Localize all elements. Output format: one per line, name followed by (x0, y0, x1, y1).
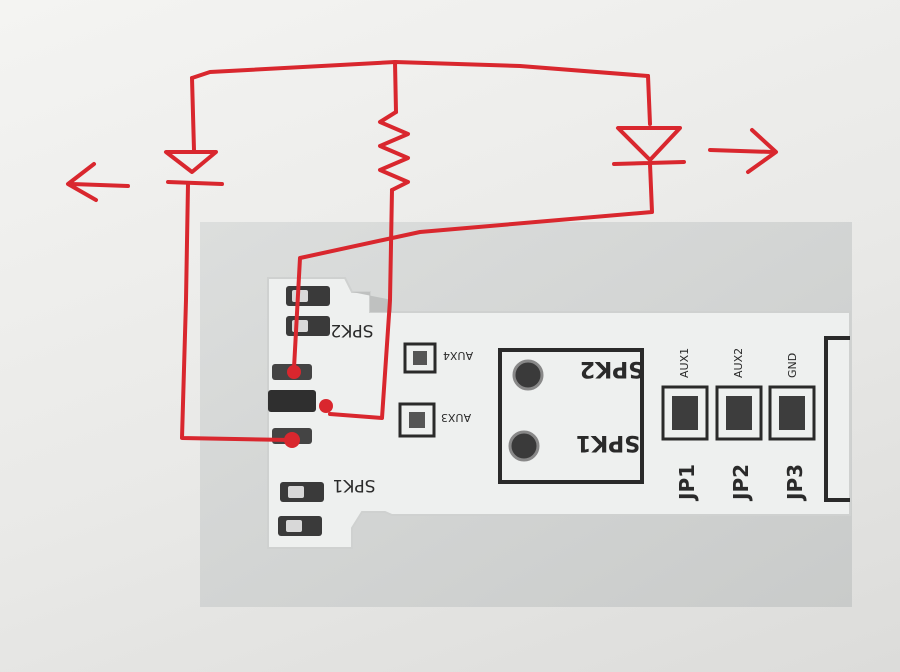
right-branch-wire-down (292, 162, 654, 370)
resistor-bottom-wire (328, 188, 394, 420)
left-branch-wire (190, 76, 196, 152)
label-spk2-edge: SPK2 (330, 320, 373, 340)
right-arrow (708, 128, 778, 174)
label-spk2-pad: SPK2 (580, 356, 644, 381)
label-spk1-pad: SPK1 (576, 430, 640, 455)
pcb-photo: SPK2 SPK1 AUX4 AUX3 AUX1 AUX2 GND JP1 JP… (200, 222, 852, 607)
aux3-component (398, 402, 436, 438)
ink-dot (287, 365, 301, 379)
top-rail-wire (190, 60, 650, 80)
speaker-pad-box (498, 348, 644, 484)
label-spk1-edge: SPK1 (332, 475, 375, 495)
jumper-jp2 (715, 385, 763, 441)
pcb-shadow (352, 292, 392, 312)
jumper-jp1 (661, 385, 709, 441)
edge-pad (288, 486, 304, 498)
left-arrow (66, 162, 130, 202)
ink-drawing (66, 60, 778, 448)
right-led-diode (612, 126, 686, 166)
edge-pad (268, 390, 316, 412)
right-connector-outline (824, 336, 850, 502)
left-branch-wire-down (180, 182, 292, 442)
label-gnd: GND (786, 353, 799, 378)
jumper-jp3 (768, 385, 816, 441)
resistor (378, 110, 410, 192)
edge-pad (286, 520, 302, 532)
label-jp2: JP2 (729, 464, 753, 502)
label-jp3: JP3 (783, 464, 807, 502)
label-aux2: AUX2 (732, 348, 745, 378)
label-jp1: JP1 (675, 464, 699, 502)
label-aux4: AUX4 (443, 349, 473, 362)
ink-dot (284, 432, 300, 448)
label-aux3: AUX3 (441, 411, 471, 424)
resistor-top-wire (393, 60, 398, 114)
spk1-pad-hole (508, 430, 540, 462)
right-branch-wire (646, 74, 652, 126)
pcb-board (267, 277, 851, 549)
label-aux1: AUX1 (678, 348, 691, 378)
aux4-component (403, 342, 437, 374)
left-led-diode (164, 150, 224, 186)
spk2-pad-hole (512, 359, 544, 391)
ink-dot (319, 399, 333, 413)
